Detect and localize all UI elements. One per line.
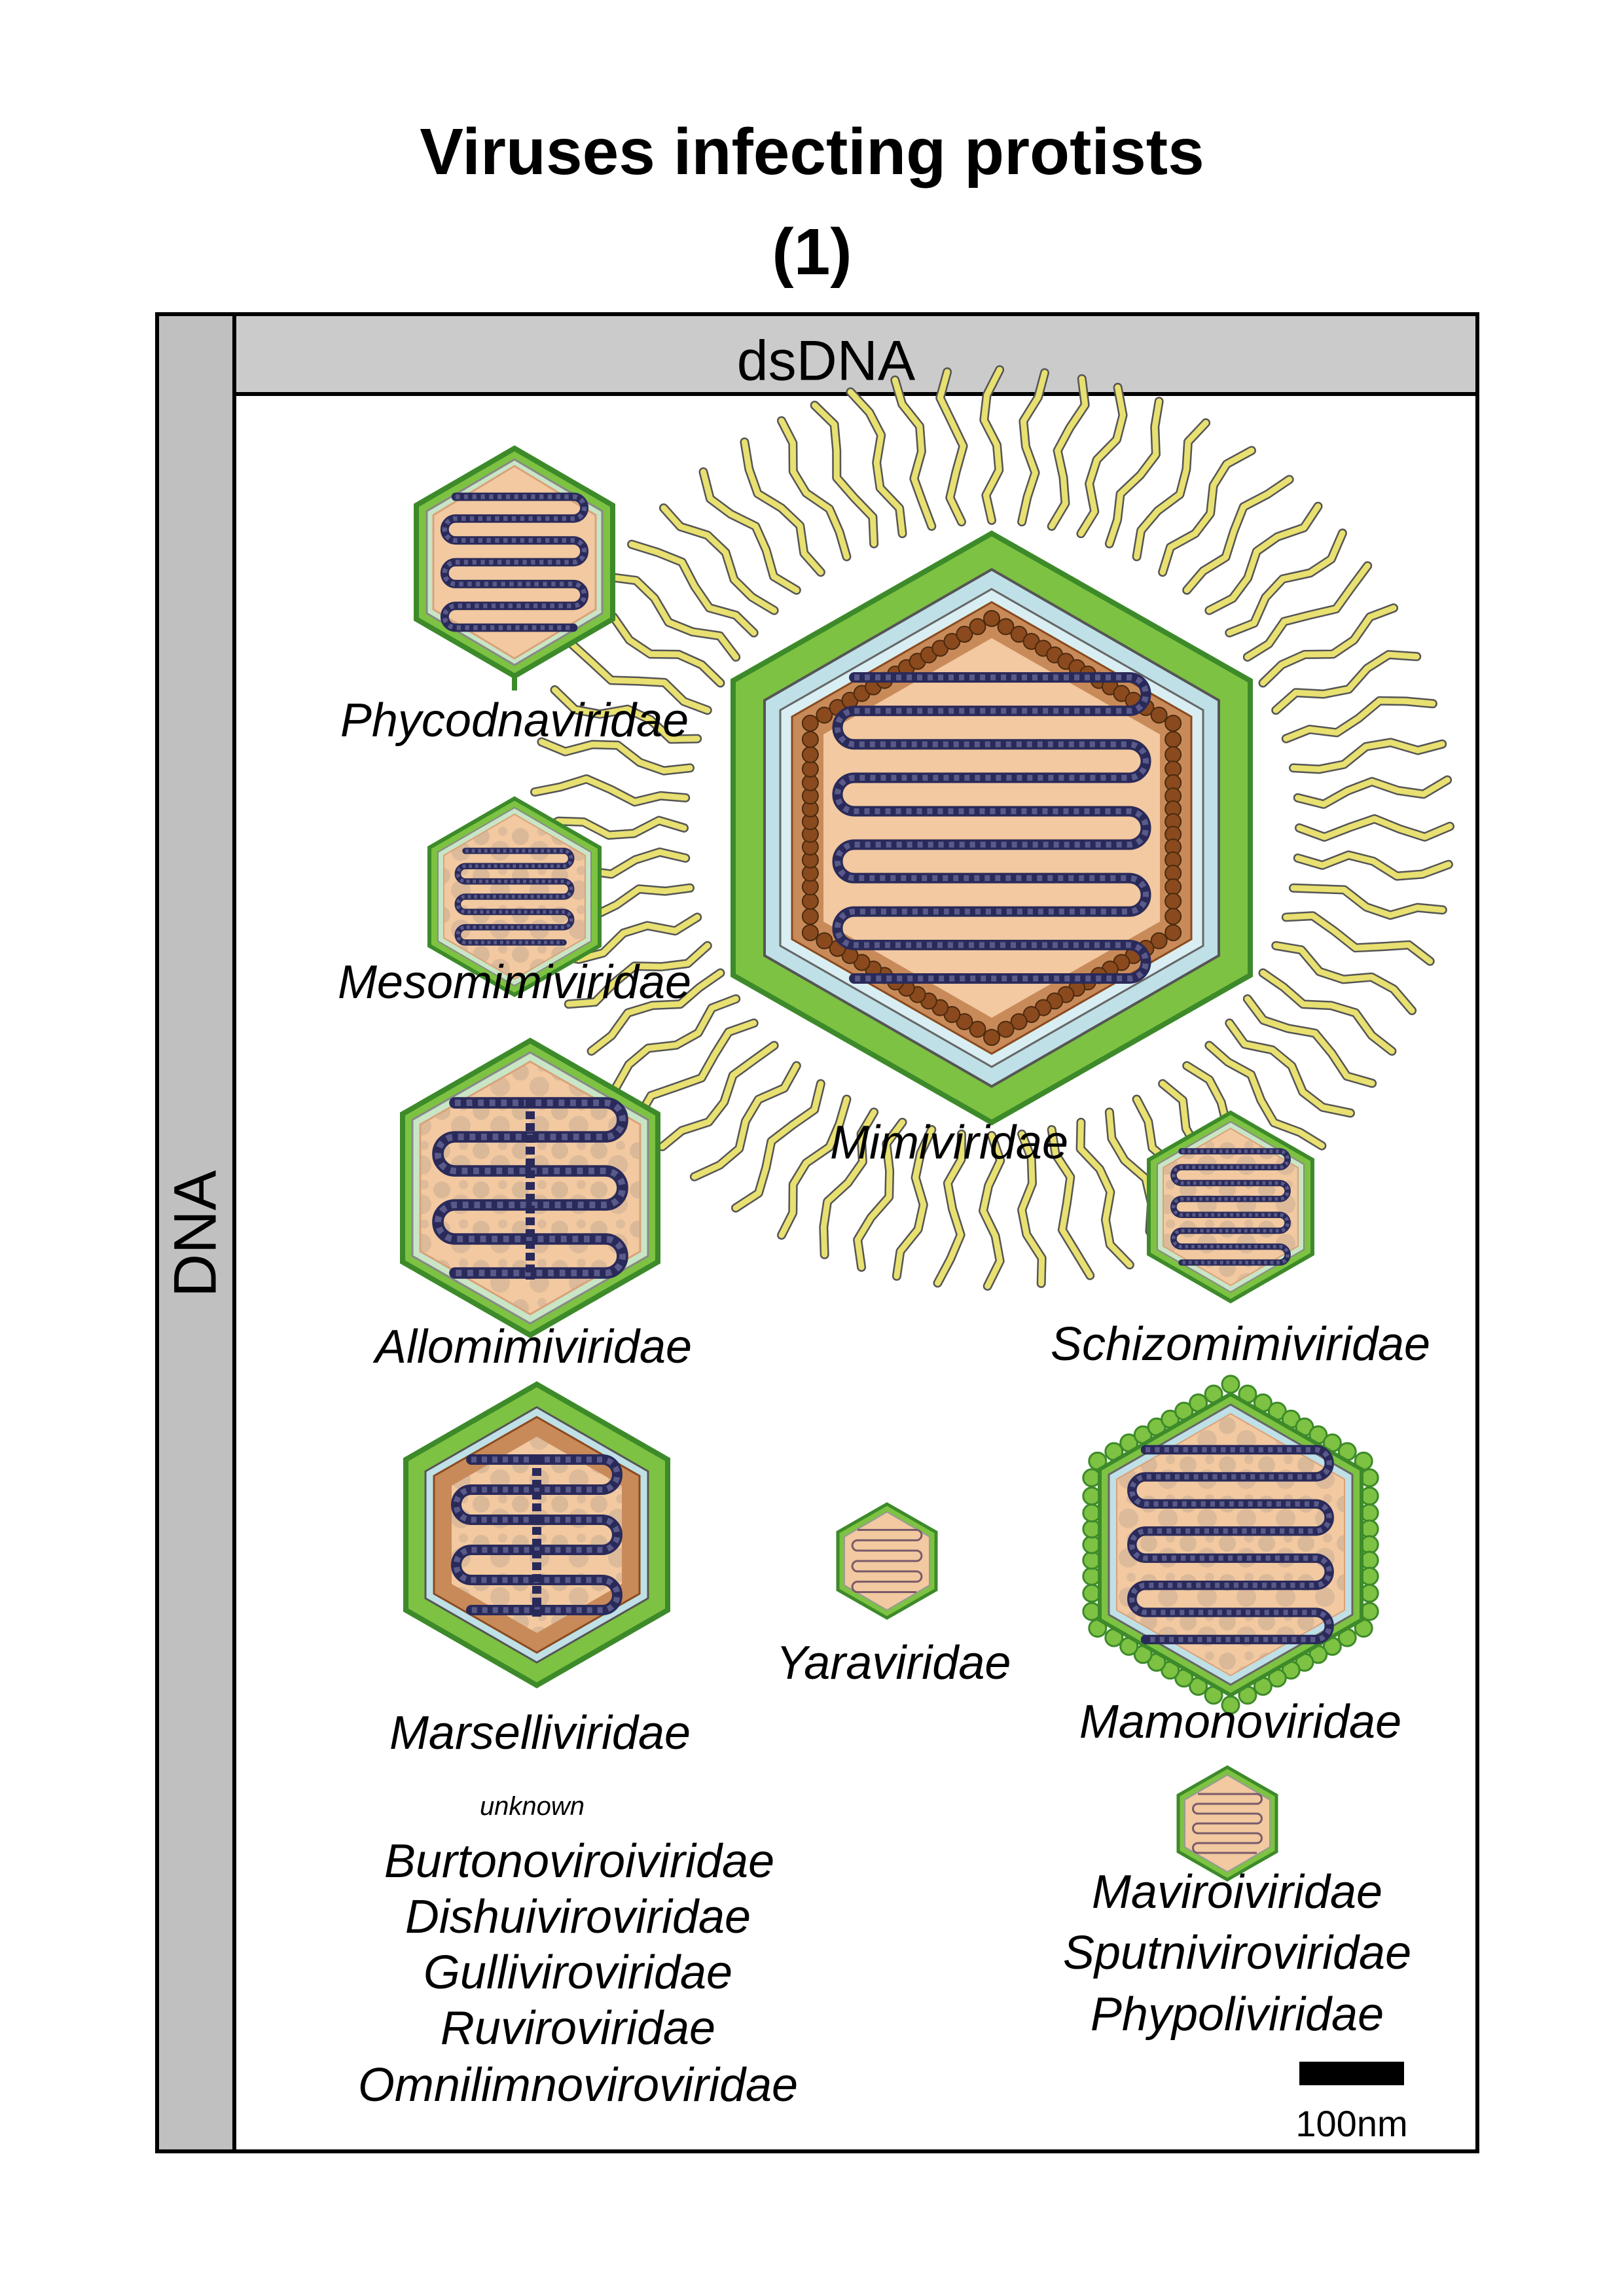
top-bar [232,312,1479,396]
top-bar-label: dsDNA [736,329,916,393]
label-gulliviroviridae: Gulliviroviridae [423,1946,733,1999]
label-ruviroviridae: Ruviroviridae [440,2002,716,2054]
label-mesomimiviridae: Mesomimiviridae [337,956,692,1009]
label-omnilimnoviroviridae: Omnilimnoviroviridae [357,2059,799,2111]
label-schizomimiviridae: Schizomimiviridae [1050,1318,1431,1371]
label-sputniviroviridae: Sputniviroviridae [1062,1927,1412,1979]
maviroiviridae-virion [1176,1765,1278,1882]
mamonoviridae-virion [1098,1391,1363,1698]
figure-title: Viruses infecting protists [420,115,1204,188]
label-allomimiviridae: Allomimiviridae [374,1321,693,1373]
mimiviridae-fibers [529,365,1454,1291]
label-marselliviridae: Marselliviridae [389,1707,691,1759]
figure-title-number: (1) [772,215,852,289]
label-yaraviridae: Yaraviridae [776,1637,1011,1689]
label-mimiviridae: Mimiviridae [829,1117,1069,1169]
schizomimiviridae-virion [1147,1110,1314,1304]
mesomimiviridae-virion [427,796,602,997]
allomimiviridae-virion [400,1037,660,1338]
label-dishuiviroviridae: Dishuiviroviridae [405,1891,751,1943]
label-unknown-note: unknown [479,1792,585,1821]
label-mamonoviridae: Mamonoviridae [1079,1696,1402,1748]
yaraviridae-virion [836,1502,938,1620]
mimiviridae-core-beads [801,610,1182,1046]
side-bar [155,312,236,2153]
label-burtonoviroiviridae: Burtonoviroiviridae [384,1835,775,1888]
scale-bar [1299,2062,1404,2085]
label-maviroiviridae: Maviroiviridae [1091,1866,1383,1918]
scale-bar-label: 100nm [1295,2103,1408,2144]
marselliviridae-virion [403,1381,670,1689]
phycodnaviridae-virion [414,445,615,691]
mimiviridae-virion [731,530,1253,1126]
label-phypoliviridae: Phypoliviridae [1090,1988,1384,2041]
label-phycodnaviridae: Phycodnaviridae [340,694,689,747]
